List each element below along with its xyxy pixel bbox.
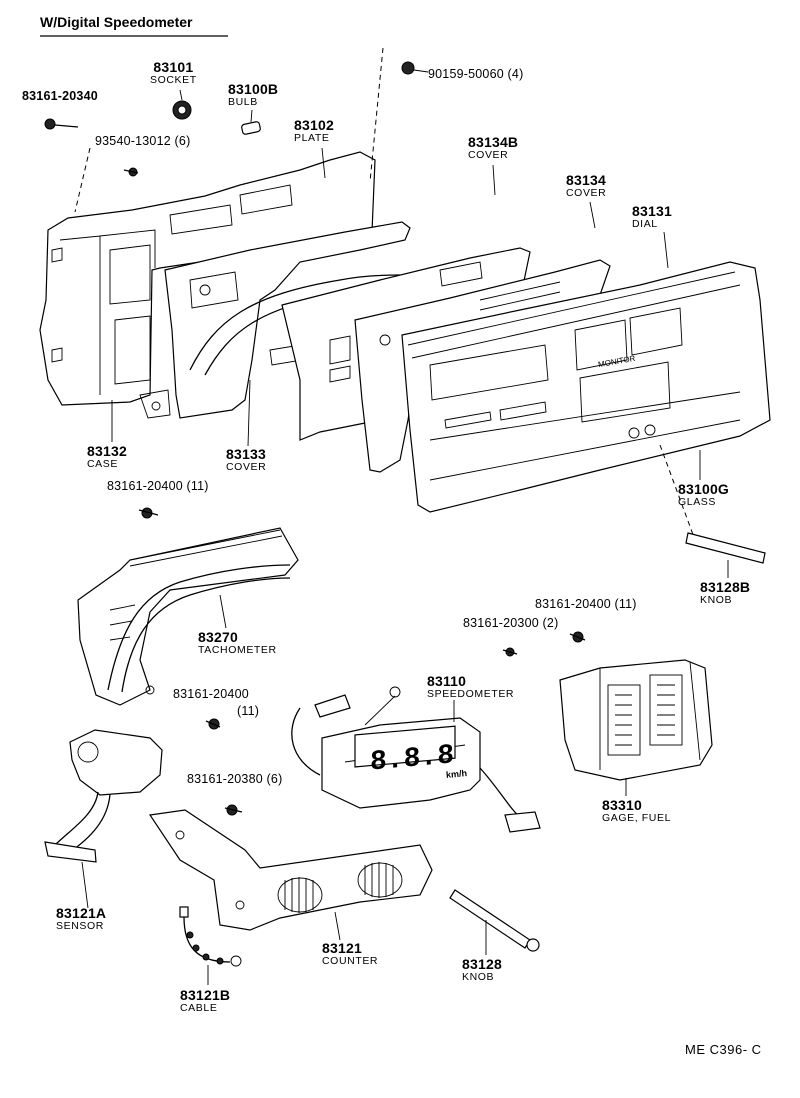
screw-label-83161-20340: 83161-20340 (22, 89, 98, 103)
screw-83161-20340-shape (44, 118, 79, 130)
part-label-83128: 83128 KNOB (462, 956, 502, 983)
part-label-83121A: 83121A SENSOR (56, 905, 107, 932)
bulb-83100B-shape (241, 121, 261, 135)
part-label-83270: 83270 TACHOMETER (198, 629, 277, 656)
screw-label-83161-20400-c: 83161-20400 (173, 687, 249, 701)
part-label-83102: 83102 PLATE (294, 117, 334, 144)
part-label-83133: 83133 COVER (226, 446, 267, 473)
speedometer-digits: 8.8.8 (370, 740, 454, 778)
speedometer-unit-label: km/h (445, 768, 468, 780)
screw-83161-20300-shape (502, 647, 518, 657)
part-label-83128B: 83128B KNOB (700, 579, 751, 606)
screw-83161-20400-c-shape (205, 718, 221, 730)
screw-83161-20400-a-shape (138, 507, 159, 519)
sensor-83121A-shape (44, 729, 163, 863)
screw-label-83161-20400-c-qty: (11) (237, 704, 260, 718)
gage-fuel-83310-shape (559, 659, 713, 781)
knob-83128B-shape (685, 532, 766, 564)
screw-93540-shape (123, 167, 139, 177)
part-label-83110: 83110 SPEEDOMETER (427, 673, 515, 700)
screw-83161-20400-b-shape (569, 631, 586, 643)
screw-label-90159-50060: 90159-50060 (4) (428, 67, 524, 81)
counter-83121-shape (148, 809, 433, 931)
part-label-83310: 83310 GAGE, FUEL (602, 797, 672, 824)
part-label-83134B: 83134B COVER (468, 134, 519, 161)
part-label-83101: 83101 SOCKET (150, 59, 197, 86)
part-label-83121B: 83121B CABLE (180, 987, 231, 1014)
part-label-83121: 83121 COUNTER (322, 940, 379, 967)
tachometer-83270-shape (77, 527, 299, 706)
screw-label-93540-13012: 93540-13012 (6) (95, 134, 191, 148)
speedometer-83110-shape: 8.8.8 (291, 686, 541, 833)
part-label-83134: 83134 COVER (566, 172, 607, 199)
knob-83128-shape (449, 889, 540, 952)
screw-label-83161-20300: 83161-20300 (2) (463, 616, 559, 630)
diagram-code: ME C396- C (685, 1042, 762, 1057)
align-line-top (369, 47, 384, 183)
screw-83161-20380-shape (224, 804, 243, 816)
part-label-83100G: 83100G GLASS (678, 481, 730, 508)
part-label-83100B: 83100B BULB (228, 81, 279, 108)
screw-label-83161-20400-a: 83161-20400 (11) (107, 479, 209, 493)
screw-90159-shape (401, 61, 429, 75)
part-label-83132: 83132 CASE (87, 443, 127, 470)
screw-label-83161-20380: 83161-20380 (6) (187, 772, 283, 786)
diagram-title: W/Digital Speedometer (40, 14, 193, 30)
align-line-left (74, 147, 91, 213)
glass-83100G-shape (401, 261, 771, 513)
leader-lines (81, 89, 729, 985)
cable-83121B-shape (179, 906, 242, 967)
socket-83101-shape (172, 100, 192, 120)
part-label-83131: 83131 DIAL (632, 203, 672, 230)
align-line-knob (659, 444, 696, 541)
screw-label-83161-20400-b: 83161-20400 (11) (535, 597, 637, 611)
